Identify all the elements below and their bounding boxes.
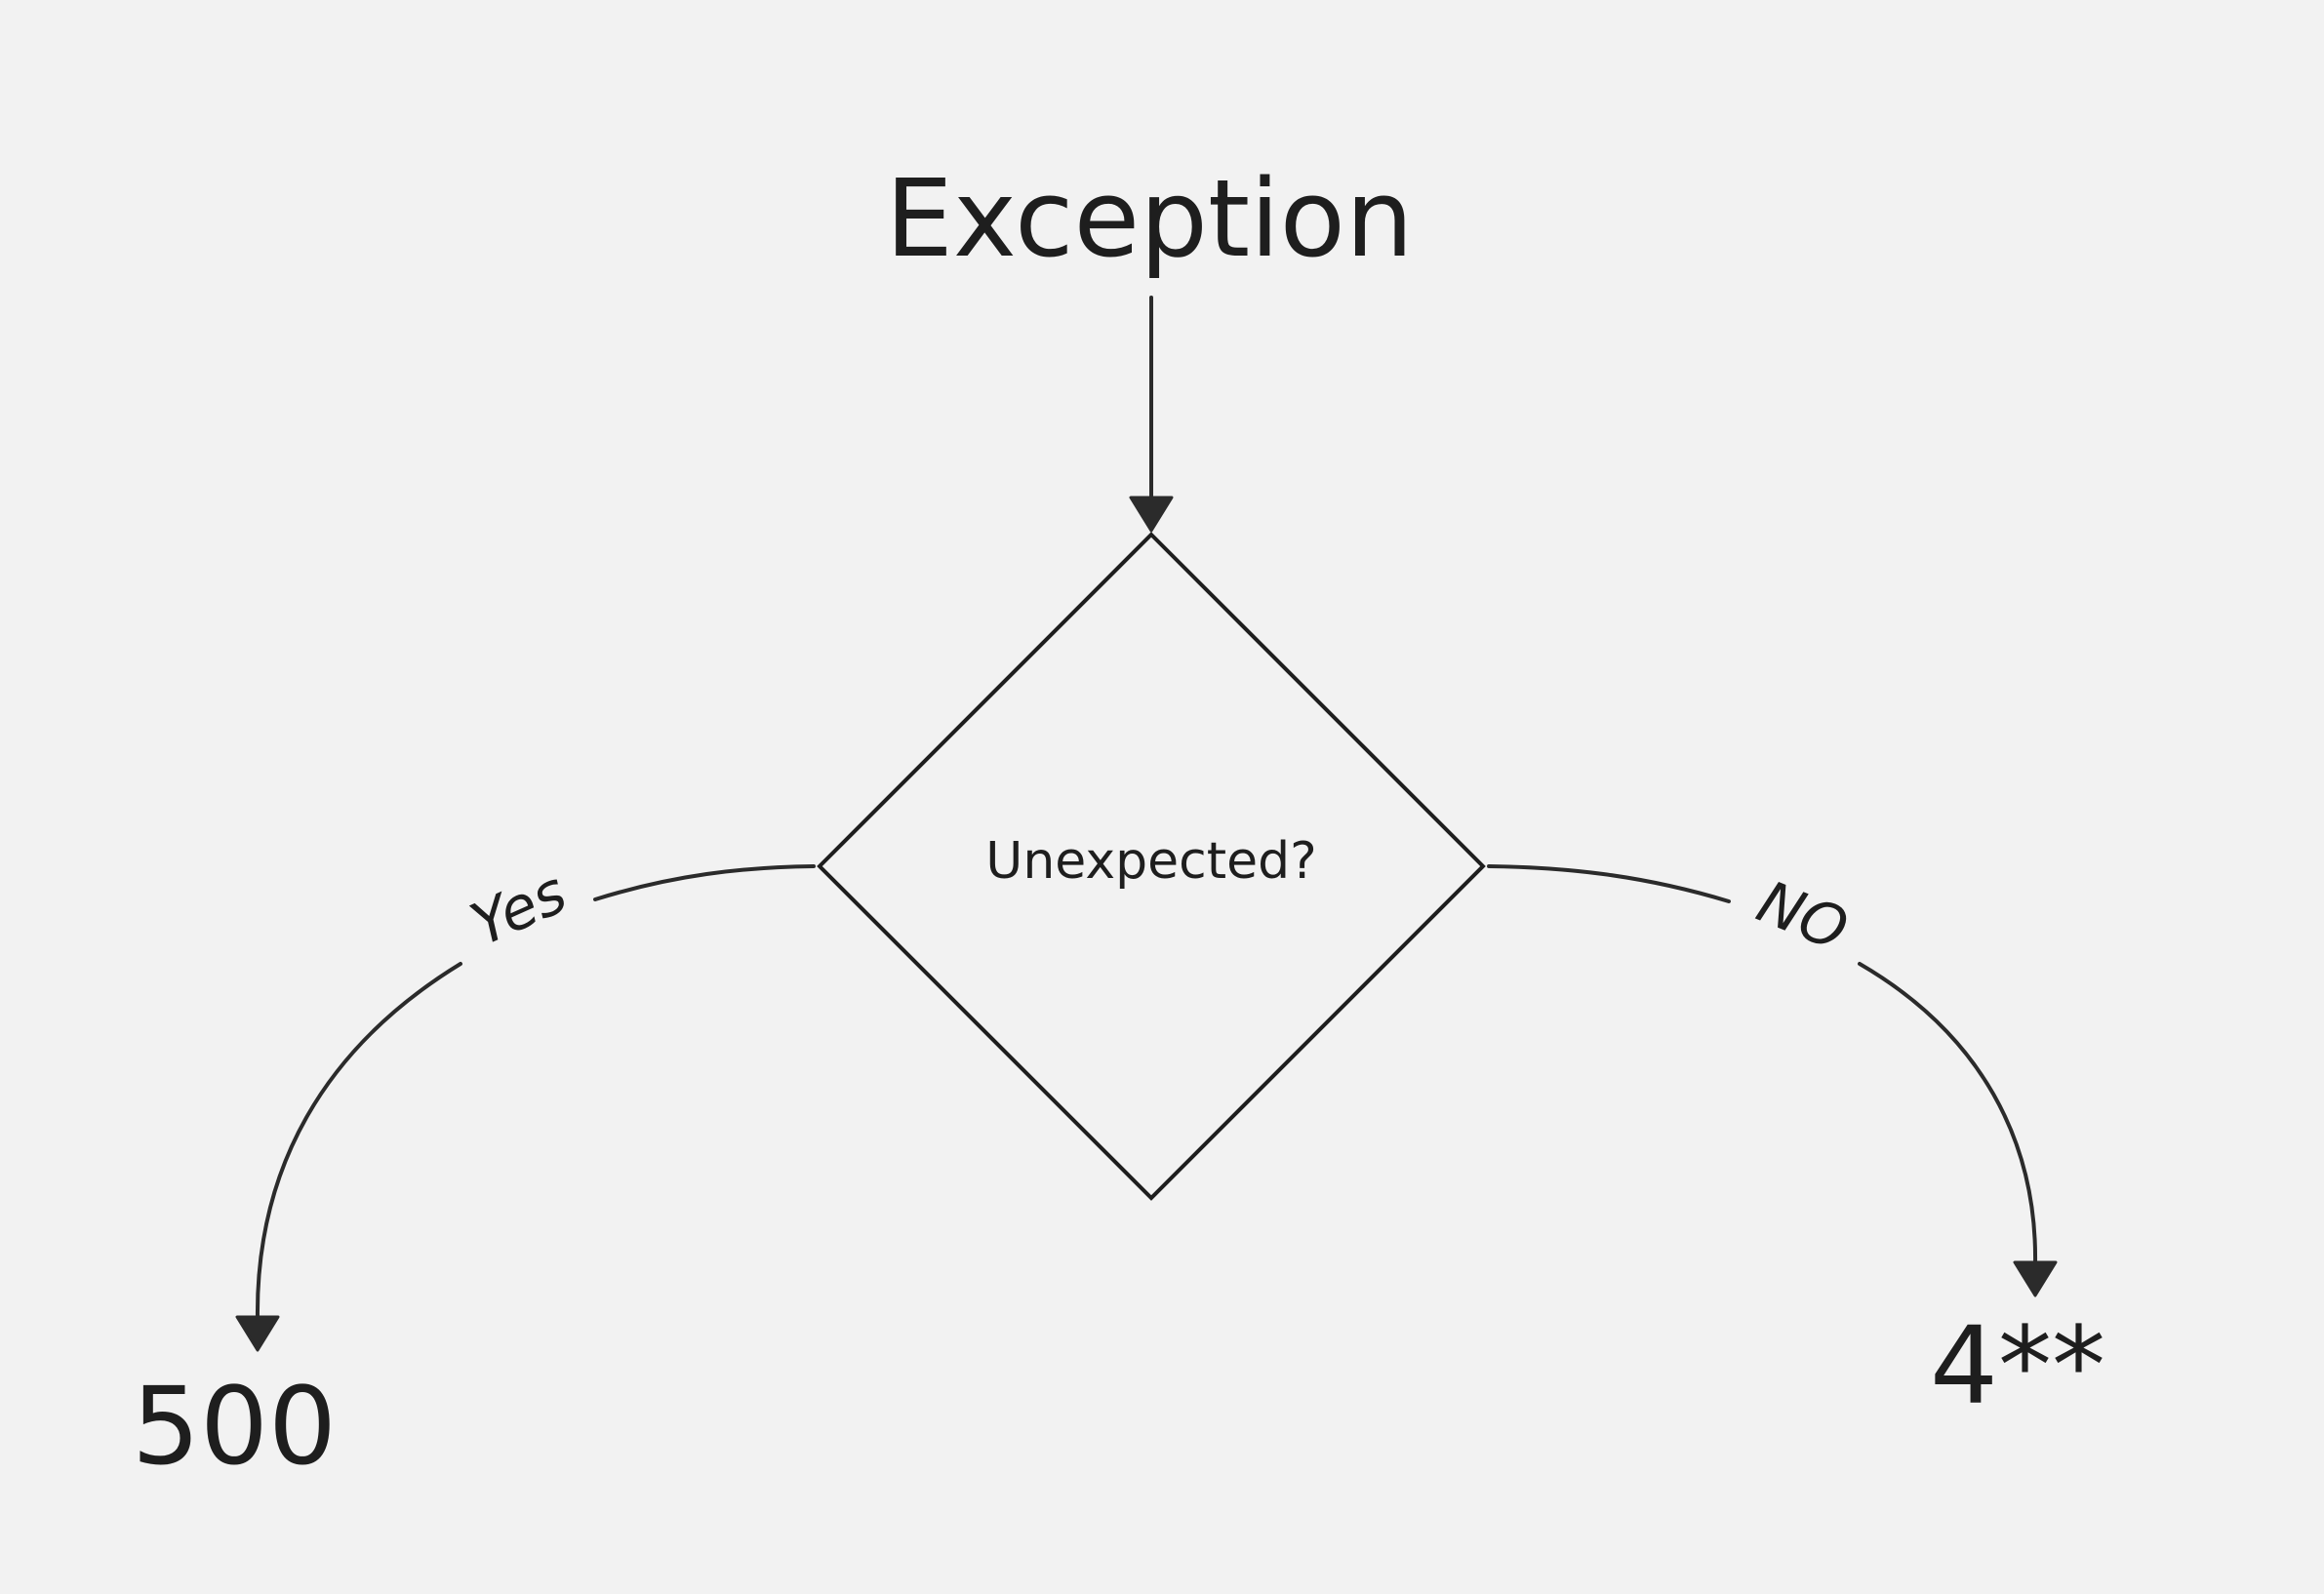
edge-label-yes: Yes [461,858,577,960]
arrowhead-down-icon [235,1315,280,1352]
edge-yes-to-500 [593,864,816,901]
edge-yes-to-500-lower [255,962,462,1321]
decision-node-label: Unexpected? [985,832,1316,891]
terminal-node-500: 500 [132,1364,337,1489]
edge-label-no: NO [1748,868,1858,965]
exception-node-label: Exception [885,156,1413,281]
arrowhead-down-icon [1129,496,1174,533]
arrowhead-down-icon [2013,1260,2058,1297]
terminal-node-4xx: 4** [1930,1303,2105,1428]
edge-no-to-4xx-lower [1858,962,2038,1266]
decision-diamond [817,532,1486,1201]
edge-no-to-4xx [1487,864,1731,903]
